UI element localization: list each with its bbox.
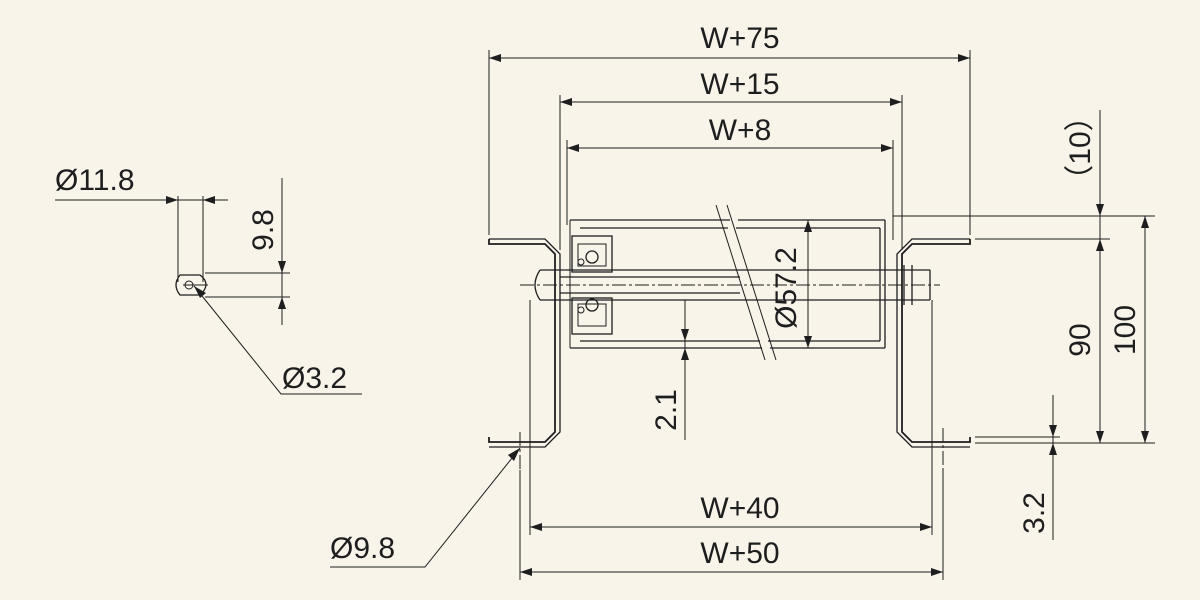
label-d3-2: Ø3.2 xyxy=(282,362,347,395)
dim-d98-leader xyxy=(330,447,521,568)
roller-shaft xyxy=(520,265,940,305)
label-h9-8: 9.8 xyxy=(247,209,280,251)
roller-tube xyxy=(569,204,886,361)
label-h3-2: 3.2 xyxy=(1018,492,1051,534)
label-h2-1: 2.1 xyxy=(650,389,683,431)
label-h10: （10） xyxy=(1064,101,1097,194)
dim-w50 xyxy=(519,470,944,580)
label-w75: W+75 xyxy=(700,22,779,55)
label-w8: W+8 xyxy=(709,114,772,147)
dim-d57 xyxy=(804,220,812,348)
label-w40: W+40 xyxy=(700,492,779,525)
label-d11-8: Ø11.8 xyxy=(55,164,135,197)
shaft-end-detail xyxy=(55,178,362,395)
label-h90: 90 xyxy=(1064,323,1097,356)
dim-w8 xyxy=(566,140,894,240)
right-bracket xyxy=(896,238,971,470)
dim-w15 xyxy=(559,95,903,250)
label-d57-2: Ø57.2 xyxy=(770,247,803,329)
dim-w75 xyxy=(488,50,971,235)
label-d9-8: Ø9.8 xyxy=(330,532,395,565)
label-w15: W+15 xyxy=(700,68,779,101)
dim-w40 xyxy=(529,300,933,535)
label-w50: W+50 xyxy=(700,537,779,570)
label-h100: 100 xyxy=(1109,305,1142,355)
dim-2-1 xyxy=(681,300,689,440)
dim-vertical-right xyxy=(893,110,1155,540)
left-bracket xyxy=(488,238,561,470)
